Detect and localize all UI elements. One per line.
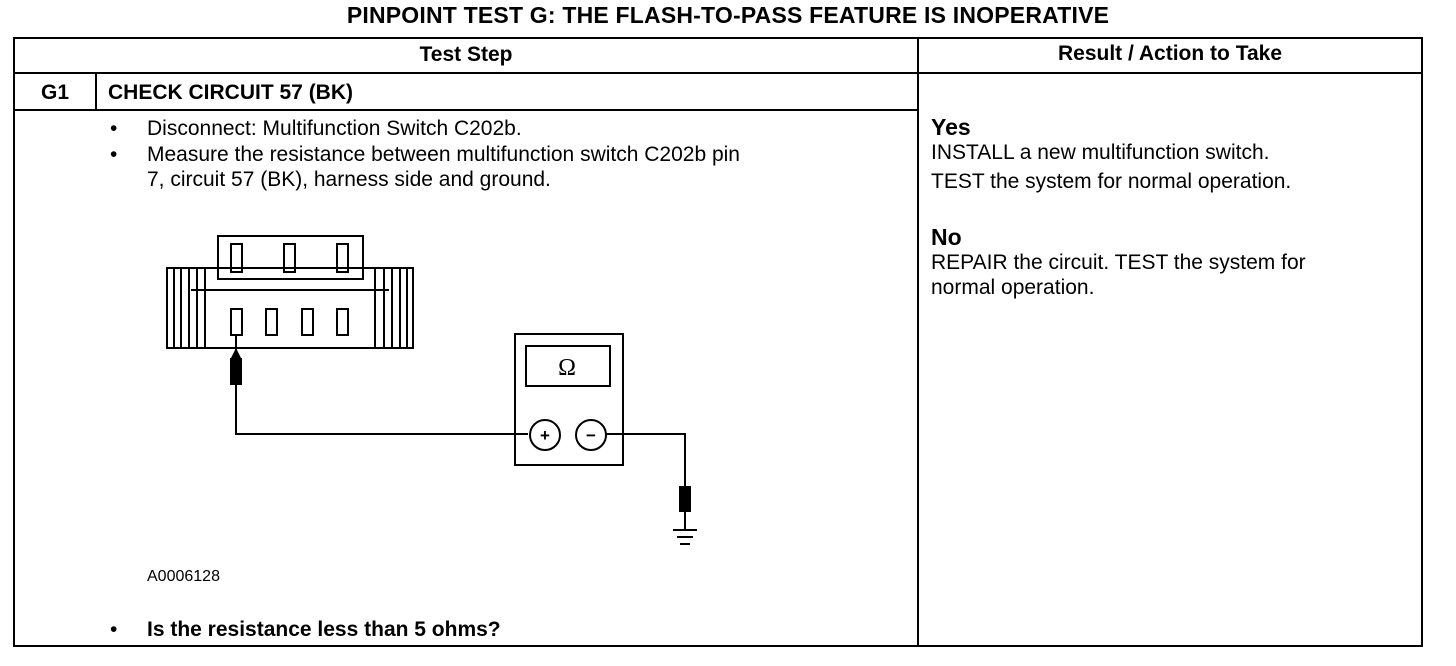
- connector-lower-pin: [336, 308, 349, 336]
- step-id: G1: [40, 81, 69, 104]
- test-lead-positive: [235, 335, 528, 435]
- bullet-measure-line2: 7, circuit 57 (BK), harness side and gro…: [147, 168, 551, 191]
- connector-lower-pin: [230, 308, 243, 336]
- ohmmeter-positive-jack: [529, 419, 561, 451]
- connector-lower-pin: [265, 308, 278, 336]
- step-title: CHECK CIRCUIT 57 (BK): [108, 81, 354, 104]
- connector-lower-pin: [301, 308, 314, 336]
- result-yes-label: Yes: [931, 114, 971, 140]
- test-lead-negative: [605, 433, 686, 488]
- bullet-glyph: •: [110, 143, 118, 166]
- connector-upper-pin: [336, 243, 349, 273]
- plus-symbol: +: [540, 426, 550, 445]
- result-yes-line1: INSTALL a new multifunction switch.: [931, 141, 1270, 164]
- connector-upper-pin: [283, 243, 296, 273]
- column-header-result: Result / Action to Take: [1057, 42, 1283, 65]
- ohm-symbol: Ω: [558, 355, 576, 381]
- result-no-line2: normal operation.: [931, 276, 1095, 299]
- figure-caption: A0006128: [147, 568, 220, 585]
- bullet-glyph: •: [110, 618, 118, 641]
- bullet-measure-line1: Measure the resistance between multifunc…: [147, 143, 740, 166]
- minus-symbol: −: [586, 426, 596, 445]
- ohmmeter-negative-jack: [575, 419, 607, 451]
- probe-tip-positive: [230, 358, 242, 385]
- column-header-test-step: Test Step: [419, 43, 513, 66]
- ohmmeter-display: [525, 345, 611, 387]
- ohmmeter-body: [514, 333, 624, 466]
- page-title: PINPOINT TEST G: THE FLASH-TO-PASS FEATU…: [346, 2, 1110, 28]
- test-question: Is the resistance less than 5 ohms?: [147, 618, 501, 641]
- result-no-label: No: [931, 224, 962, 250]
- bullet-disconnect: Disconnect: Multifunction Switch C202b.: [147, 117, 522, 140]
- connector-main-body: [166, 267, 414, 349]
- result-no-line1: REPAIR the circuit. TEST the system for: [931, 251, 1306, 274]
- bullet-glyph: •: [110, 117, 118, 140]
- connector-upper-housing: [217, 235, 364, 280]
- probe-tip-negative: [679, 486, 691, 512]
- connector-upper-pin: [230, 243, 243, 273]
- result-yes-line2: TEST the system for normal operation.: [931, 170, 1292, 193]
